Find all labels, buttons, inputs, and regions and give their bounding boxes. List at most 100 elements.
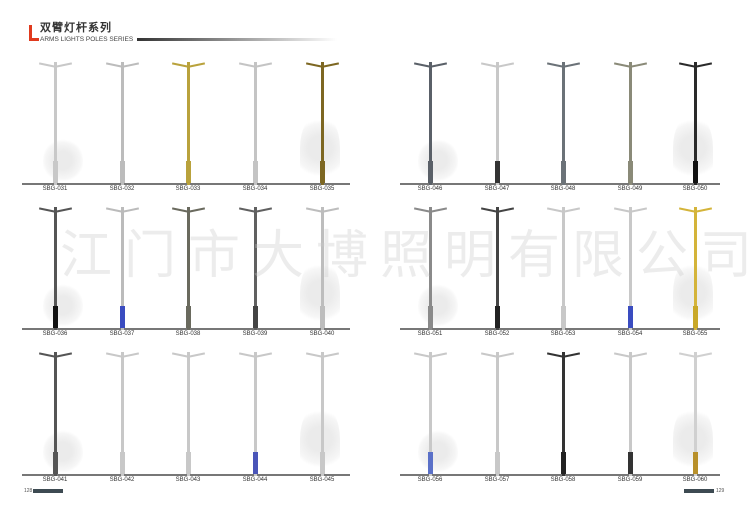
pole-shaft <box>629 352 632 476</box>
pole-base <box>428 161 433 183</box>
pole-sbg-060: SBG-060 <box>665 350 725 486</box>
pole-arm <box>630 352 648 358</box>
pole-shaft <box>321 352 324 476</box>
pole-code: SBG-031 <box>42 186 68 192</box>
pole-code: SBG-053 <box>550 331 576 337</box>
pole-arm <box>480 207 498 213</box>
pole-shaft <box>321 62 324 185</box>
pole-base <box>561 452 566 474</box>
pole-shaft <box>54 62 57 185</box>
pole-sbg-053: SBG-053 <box>533 205 593 340</box>
pole-code: SBG-039 <box>242 331 268 337</box>
pole-shaft <box>54 352 57 476</box>
pole-sbg-046: SBG-046 <box>400 60 460 195</box>
pole-base <box>253 452 258 474</box>
pole-code: SBG-038 <box>175 331 201 337</box>
pole-base <box>495 161 500 183</box>
pole-shaft <box>496 352 499 476</box>
pole-arm <box>171 207 189 213</box>
pole-shaft <box>562 207 565 330</box>
pole-base <box>628 306 633 328</box>
pole-shaft <box>496 62 499 185</box>
pole-arm <box>55 62 73 68</box>
pole-code: SBG-060 <box>682 477 708 483</box>
pole-arm <box>105 352 123 358</box>
pole-base <box>561 306 566 328</box>
pole-code: SBG-037 <box>109 331 135 337</box>
watermark: 江门市大博照明有限公司 <box>60 226 750 286</box>
pole-arm <box>480 62 498 68</box>
pole-base <box>120 452 125 474</box>
pole-arm <box>38 352 56 358</box>
pole-arm <box>563 207 581 213</box>
pole-code: SBG-034 <box>242 186 268 192</box>
tree-illustration <box>43 138 83 183</box>
pole-code: SBG-050 <box>682 186 708 192</box>
pole-base <box>428 306 433 328</box>
page-number-right: 129 <box>716 488 725 494</box>
pole-arm <box>563 62 581 68</box>
pole-sbg-034: SBG-034 <box>225 60 285 195</box>
pole-arm <box>238 207 256 213</box>
pole-sbg-050: SBG-050 <box>665 60 725 195</box>
pole-arm <box>678 352 696 358</box>
header-accent-underline <box>29 38 39 41</box>
pole-arm <box>630 62 648 68</box>
pole-code: SBG-055 <box>682 331 708 337</box>
pole-base <box>693 306 698 328</box>
pole-sbg-044: SBG-044 <box>225 350 285 486</box>
pole-arm <box>430 207 448 213</box>
pole-shaft <box>121 62 124 185</box>
pole-arm <box>188 207 206 213</box>
pole-arm <box>413 207 431 213</box>
header-accent <box>29 25 32 40</box>
pole-arm <box>430 352 448 358</box>
pole-arm <box>188 62 206 68</box>
pole-arm <box>613 352 631 358</box>
pole-sbg-035: SBG-035 <box>292 60 352 195</box>
pole-code: SBG-033 <box>175 186 201 192</box>
pole-sbg-055: SBG-055 <box>665 205 725 340</box>
pole-arm <box>546 352 564 358</box>
pole-shaft <box>121 207 124 330</box>
pole-shaft <box>629 62 632 185</box>
pole-code: SBG-035 <box>309 186 335 192</box>
pole-code: SBG-056 <box>417 477 443 483</box>
pole-base <box>186 161 191 183</box>
pole-arm <box>238 62 256 68</box>
pole-sbg-048: SBG-048 <box>533 60 593 195</box>
pole-sbg-054: SBG-054 <box>600 205 660 340</box>
pole-base <box>120 161 125 183</box>
pole-code: SBG-036 <box>42 331 68 337</box>
pole-arm <box>122 207 140 213</box>
pole-arm <box>255 62 273 68</box>
pole-shaft <box>429 207 432 330</box>
pole-code: SBG-058 <box>550 477 576 483</box>
pole-shaft <box>187 62 190 185</box>
pole-shaft <box>496 207 499 330</box>
pole-base <box>320 306 325 328</box>
pole-shaft <box>54 207 57 330</box>
pole-base <box>186 306 191 328</box>
pole-code: SBG-042 <box>109 477 135 483</box>
pole-code: SBG-057 <box>484 477 510 483</box>
pole-arm <box>497 352 515 358</box>
pole-arm <box>122 352 140 358</box>
pole-arm <box>480 352 498 358</box>
pole-arm <box>305 207 323 213</box>
header-divider <box>137 38 337 41</box>
pole-arm <box>430 62 448 68</box>
pole-arm <box>322 352 340 358</box>
pole-sbg-031: SBG-031 <box>25 60 85 195</box>
pole-shaft <box>254 207 257 330</box>
pole-arm <box>305 62 323 68</box>
pole-base <box>320 452 325 474</box>
pole-code: SBG-051 <box>417 331 443 337</box>
pole-base <box>53 161 58 183</box>
pole-sbg-049: SBG-049 <box>600 60 660 195</box>
ground-line <box>400 328 720 330</box>
pole-arm <box>255 207 273 213</box>
tree-illustration <box>418 283 458 328</box>
tree-illustration <box>43 429 83 474</box>
pole-sbg-041: SBG-041 <box>25 350 85 486</box>
